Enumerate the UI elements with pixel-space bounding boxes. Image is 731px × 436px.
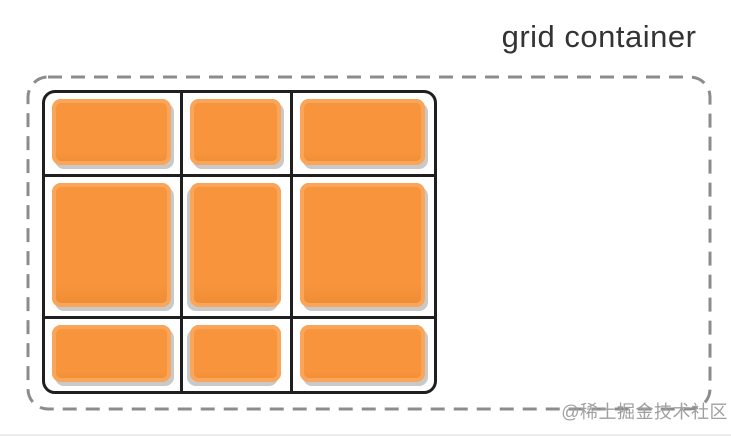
grid-item <box>190 183 281 308</box>
diagram-title: grid container <box>501 19 697 54</box>
grid-cell-4 <box>45 177 180 317</box>
grid-item <box>300 99 425 166</box>
grid-item <box>52 183 171 308</box>
grid-item <box>300 183 425 308</box>
grid-cell-2 <box>183 93 290 175</box>
grid-item <box>190 325 281 382</box>
grid-items-wrapper <box>42 90 437 394</box>
grid-cell-6 <box>293 177 434 317</box>
grid-cell-5 <box>183 177 290 317</box>
grid-item <box>190 99 281 166</box>
grid-cell-7 <box>45 319 180 391</box>
grid-item <box>300 325 425 382</box>
grid-cell-3 <box>293 93 434 175</box>
dashed-outline-rect <box>26 75 712 411</box>
grid-cell-1 <box>45 93 180 175</box>
watermark: @稀土掘金技术社区 <box>561 402 728 422</box>
page-bottom-edge <box>0 434 731 436</box>
grid-cell-9 <box>293 319 434 391</box>
grid-item <box>52 99 171 166</box>
grid-cell-8 <box>183 319 290 391</box>
grid-item <box>52 325 171 382</box>
